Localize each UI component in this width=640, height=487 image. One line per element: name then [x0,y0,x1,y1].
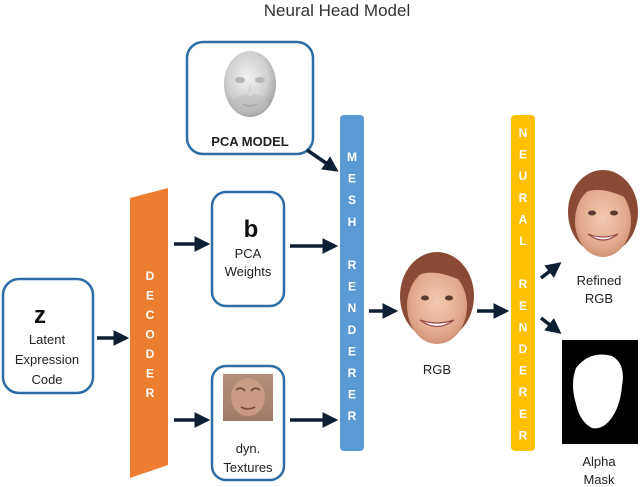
pca-weights-symbol-b: b [244,216,259,243]
diagram-title: Neural Head Model [264,1,410,20]
decoder-shape [130,188,168,478]
gray-head-mesh-image [224,51,276,117]
alpha-mask-silhouette [573,354,623,429]
mesh-renderer-letter: E [348,344,356,358]
latent-code-box [1,277,95,395]
neural-renderer-letter: E [519,299,527,313]
refined-rgb-line-2: RGB [585,291,613,306]
mesh-renderer-letter: D [348,323,357,337]
mesh-renderer-letter: E [348,172,356,186]
neural-renderer-bar [511,115,535,451]
neural-renderer-letter: A [519,212,528,226]
dyn-textures-node: dyn. Textures [210,364,286,482]
neural-renderer-letter: U [519,169,528,183]
pca-weights-node: b PCA Weights [210,190,286,308]
neural-renderer-letter: R [519,428,528,442]
neural-renderer-letter: E [519,407,527,421]
mesh-renderer-letter: R [348,409,357,423]
decoder-letter: O [145,328,154,342]
rgb-node: RGB [400,252,474,377]
latent-line-3: Code [31,372,62,387]
pca-weights-box [210,190,286,308]
neural-renderer-letter: D [519,342,528,356]
dyn-textures-line-1: dyn. [236,441,261,456]
arrow-pca-model-to-mesh-renderer [306,148,339,172]
decoder-letter: E [146,367,154,381]
mesh-renderer-letter: M [347,150,357,164]
arrows [97,148,562,428]
mesh-renderer-letter: H [348,215,357,229]
latent-line-1: Latent [29,332,66,347]
mesh-renderer-bar [340,115,364,451]
dyn-textures-line-2: Textures [223,460,273,475]
neural-renderer-letter: E [519,148,527,162]
latent-line-2: Expression [15,352,79,367]
pca-weights-line-2: Weights [225,264,272,279]
neural-renderer-letter: R [519,191,528,205]
rgb-face-image [400,252,474,344]
refined-rgb-face-image [568,170,638,257]
neural-renderer-letter: E [519,364,527,378]
texture-image [223,374,273,421]
decoder-letter: C [146,308,155,322]
mesh-renderer-letter: R [348,366,357,380]
decoder-letter: D [146,347,155,361]
decoder-letter: E [146,289,154,303]
mesh-renderer-letter: N [348,301,357,315]
alpha-mask-line-1: Alpha [582,454,616,469]
mesh-renderer-letter: S [348,193,356,207]
neural-renderer-letter: R [519,385,528,399]
decoder-letter: R [146,386,155,400]
alpha-mask-line-2: Mask [583,472,615,487]
mesh-renderer-letter: E [348,280,356,294]
mesh-renderer-letter: R [348,258,357,272]
neural-renderer-letter: N [519,320,528,334]
latent-symbol-z: z [34,302,46,329]
pca-weights-line-1: PCA [235,246,262,261]
decoder-letter: D [146,269,155,283]
arrow-neural-renderer-to-refined-rgb [539,262,562,280]
rgb-label: RGB [423,362,451,377]
arrow-neural-renderer-to-alpha-mask [539,316,562,334]
neural-renderer-letter: L [519,234,526,248]
neural-renderer-letter: R [519,277,528,291]
pca-model-node: PCA MODEL [185,40,315,156]
refined-rgb-line-1: Refined [577,273,622,288]
alpha-mask-node: Alpha Mask [562,340,638,487]
mesh-renderer-letter: E [348,388,356,402]
neural-renderer-letter: N [519,126,528,140]
latent-code-node: z Latent Expression Code [1,277,95,395]
pca-model-label: PCA MODEL [211,134,289,149]
refined-rgb-node: Refined RGB [568,170,638,306]
